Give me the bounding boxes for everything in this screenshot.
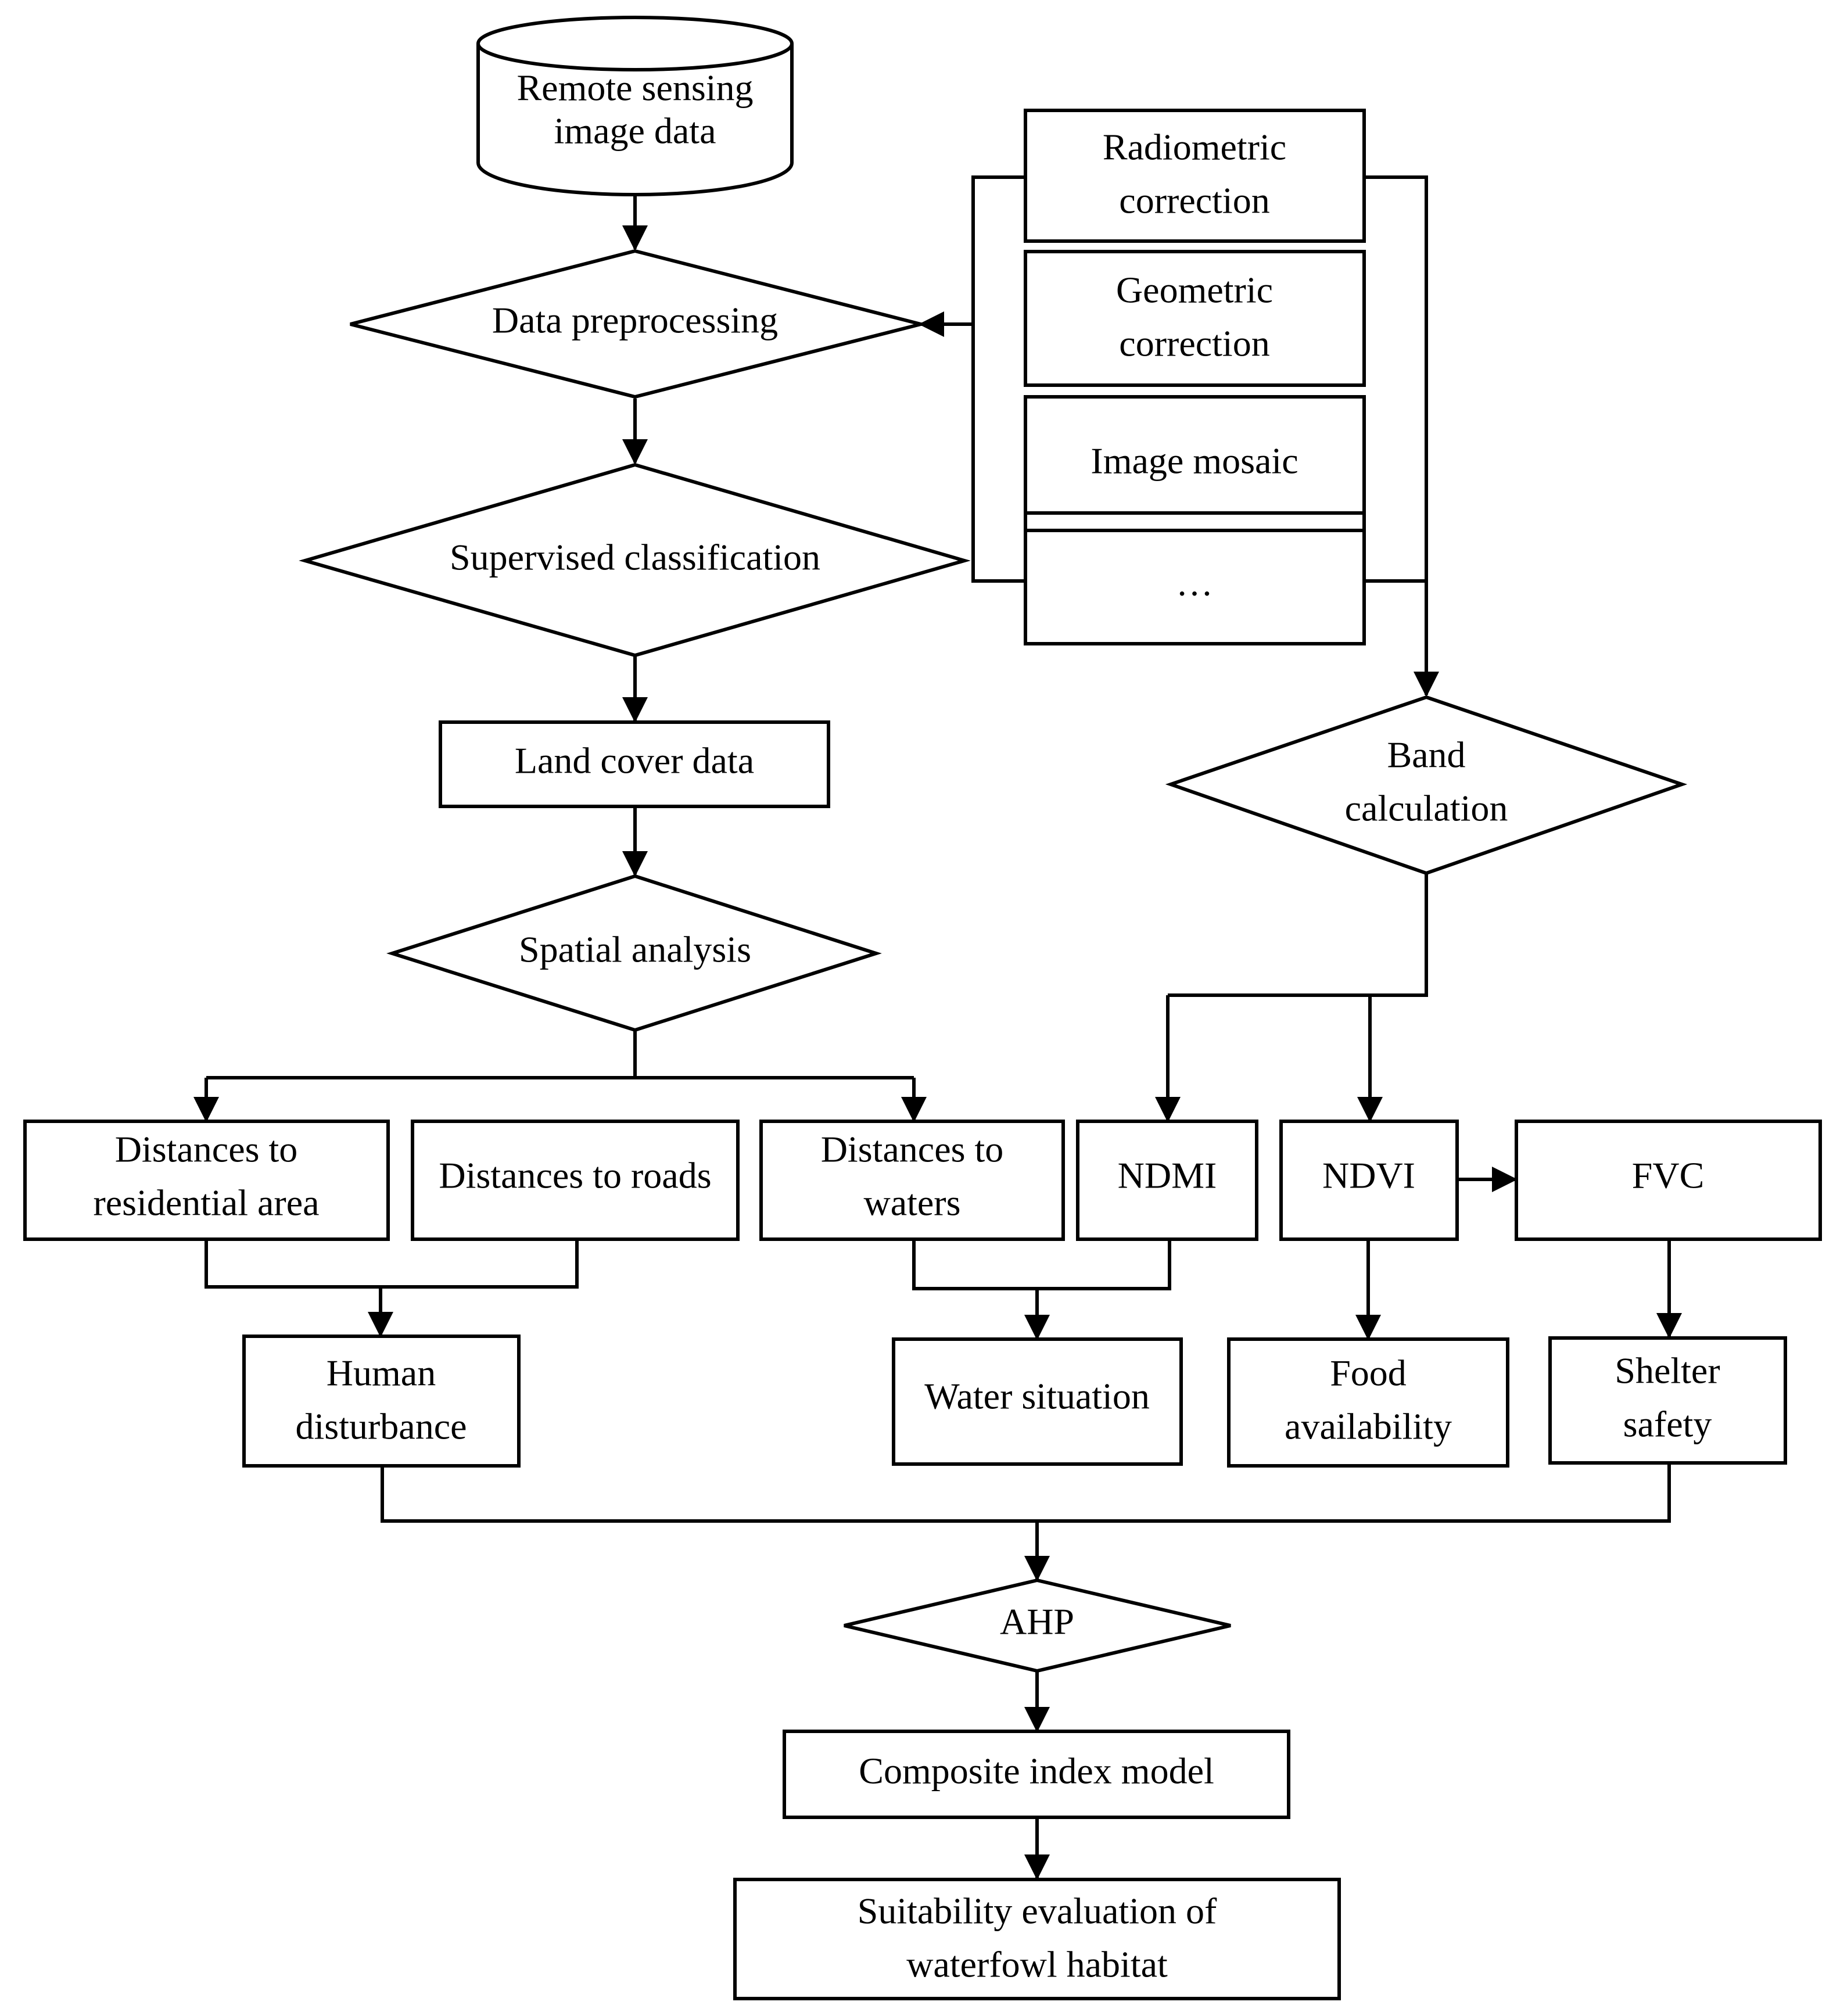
bracket-substeps-left [971, 175, 1025, 583]
node-image-mosaic: Image mosaic [1024, 395, 1366, 515]
node-spatial-analysis: Spatial analysis [386, 874, 882, 1032]
line-waters-ndmi-join [912, 1239, 1171, 1290]
shelter-line2: safety [1623, 1404, 1712, 1445]
remote-sensing-line1: Remote sensing [516, 67, 753, 109]
node-distance-waters: Distances to waters [759, 1120, 1065, 1241]
node-supervised-classification: Supervised classification [299, 462, 971, 658]
water-situation-label: Water situation [924, 1376, 1150, 1417]
human-line1: Human [327, 1353, 436, 1394]
band-calc-line2: calculation [1345, 788, 1508, 829]
ndvi-label: NDVI [1322, 1155, 1415, 1196]
node-remote-sensing-data: Remote sensing image data [476, 16, 794, 196]
residential-line2: residential area [93, 1182, 319, 1224]
radiometric-line2: correction [1119, 180, 1269, 221]
radiometric-line1: Radiometric [1103, 127, 1286, 168]
node-land-cover-data: Land cover data [439, 720, 830, 808]
fvc-label: FVC [1632, 1155, 1705, 1196]
node-data-preprocessing: Data preprocessing [350, 249, 921, 399]
node-ahp: AHP [844, 1578, 1231, 1673]
node-ndvi: NDVI [1279, 1120, 1459, 1241]
node-radiometric-correction: Radiometric correction [1024, 109, 1366, 243]
geometric-line2: correction [1119, 323, 1269, 364]
node-more-steps: … [1024, 511, 1366, 645]
spatial-label: Spatial analysis [519, 929, 751, 970]
suitability-line1: Suitability evaluation of [858, 1891, 1217, 1932]
waters-line1: Distances to [821, 1129, 1004, 1170]
node-distance-residential: Distances to residential area [23, 1120, 390, 1241]
node-composite-index-model: Composite index model [783, 1730, 1290, 1819]
land-cover-label: Land cover data [515, 740, 754, 781]
roads-label: Distances to roads [439, 1155, 711, 1196]
node-band-calculation: Band calculation [1165, 695, 1688, 876]
remote-sensing-line2: image data [554, 110, 716, 152]
node-distance-roads: Distances to roads [411, 1120, 740, 1241]
shelter-line1: Shelter [1615, 1350, 1720, 1391]
human-line2: disturbance [296, 1406, 467, 1447]
food-line2: availability [1285, 1406, 1452, 1447]
food-line1: Food [1330, 1353, 1407, 1394]
more-steps-ellipsis: … [1176, 562, 1213, 604]
ahp-label: AHP [1000, 1601, 1074, 1642]
ndmi-label: NDMI [1118, 1155, 1217, 1196]
node-water-situation: Water situation [892, 1337, 1183, 1466]
image-mosaic-label: Image mosaic [1091, 440, 1298, 482]
waters-line2: waters [863, 1182, 960, 1224]
line-residential-roads-join [205, 1239, 579, 1289]
node-fvc: FVC [1515, 1120, 1822, 1241]
data-preprocessing-label: Data preprocessing [492, 300, 778, 341]
node-shelter-safety: Shelter safety [1548, 1336, 1787, 1465]
geometric-line1: Geometric [1116, 270, 1273, 311]
bracket-substeps-right [1364, 175, 1428, 583]
node-geometric-correction: Geometric correction [1024, 250, 1366, 387]
line-merge-to-ahp [381, 1463, 1671, 1523]
band-calc-line1: Band [1387, 734, 1465, 776]
node-ndmi: NDMI [1076, 1120, 1258, 1241]
connectors [193, 175, 1682, 1880]
composite-label: Composite index model [859, 1750, 1214, 1792]
residential-line1: Distances to [115, 1129, 298, 1170]
node-human-disturbance: Human disturbance [242, 1335, 521, 1468]
supervised-label: Supervised classification [450, 537, 820, 578]
node-food-availability: Food availability [1227, 1337, 1509, 1468]
node-suitability-evaluation: Suitability evaluation of waterfowl habi… [733, 1878, 1341, 2000]
line-band-branch [1168, 874, 1428, 997]
suitability-line2: waterfowl habitat [906, 1944, 1168, 1985]
